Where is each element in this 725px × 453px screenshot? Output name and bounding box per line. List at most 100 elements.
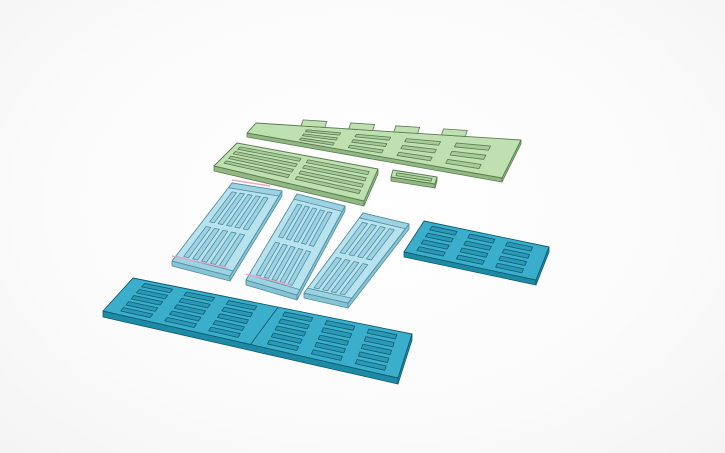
pink-accent [245, 273, 291, 286]
slot [308, 211, 333, 247]
slot [354, 133, 392, 141]
slot [125, 301, 159, 312]
lightblue-rack-1[interactable] [171, 182, 283, 282]
slot [339, 263, 369, 296]
slot [232, 151, 298, 168]
slot [453, 142, 491, 151]
slot [313, 257, 342, 290]
rail [227, 182, 283, 197]
slot [299, 137, 335, 146]
slot [223, 160, 291, 178]
slot [263, 243, 288, 279]
slot [212, 320, 245, 331]
slot [310, 349, 343, 361]
slot [285, 205, 310, 241]
slot [164, 316, 197, 328]
slot [467, 233, 496, 244]
slot [228, 155, 294, 173]
slot [404, 138, 442, 146]
rail [245, 274, 301, 296]
slot [348, 224, 377, 257]
slot [287, 250, 312, 286]
slot [324, 320, 356, 331]
slot [201, 229, 229, 263]
pink-accent [231, 179, 271, 187]
slot [298, 170, 364, 188]
slot [354, 359, 387, 371]
slot [270, 332, 303, 344]
rail [303, 287, 353, 304]
rail [171, 255, 234, 277]
lightblue-rack-3[interactable] [303, 212, 410, 309]
slot [278, 203, 303, 239]
teal-small-tray[interactable] [403, 220, 550, 286]
slot [501, 248, 530, 259]
slot [317, 334, 350, 346]
slot [400, 145, 437, 154]
slot [226, 194, 253, 227]
slot [455, 254, 485, 265]
slot [130, 295, 164, 306]
green-small-bar[interactable] [390, 169, 438, 189]
slot [505, 241, 534, 252]
slot [366, 328, 398, 340]
tray-divider [250, 306, 279, 345]
slot [420, 239, 450, 250]
slot [178, 297, 211, 309]
slot [339, 221, 368, 255]
comb-tooth [393, 125, 421, 134]
comb-tooth [348, 122, 376, 131]
slot [322, 259, 351, 292]
slot [363, 336, 395, 348]
comb-tooth [300, 119, 328, 128]
slot [225, 300, 258, 311]
slot [282, 311, 314, 323]
slot [141, 283, 174, 294]
slot [183, 226, 212, 259]
slot [209, 191, 237, 224]
rail [293, 193, 346, 212]
slot [237, 146, 302, 162]
slot [208, 326, 241, 338]
slot [302, 164, 367, 182]
slot [445, 159, 482, 169]
green-comb-plate[interactable] [246, 119, 522, 183]
slot [495, 262, 524, 274]
slot [217, 192, 245, 225]
lightblue-rack-2[interactable] [245, 193, 346, 301]
teal-large-tray[interactable] [102, 277, 413, 385]
slot [351, 139, 388, 147]
slot [459, 247, 489, 258]
slot [173, 304, 207, 315]
slot [301, 209, 325, 245]
slot [266, 339, 300, 351]
slot [183, 291, 216, 302]
slot [366, 228, 395, 261]
slot [347, 144, 384, 154]
comb-tooth [440, 128, 468, 137]
slot [357, 351, 390, 363]
slot [242, 196, 269, 231]
slot [274, 325, 307, 337]
slot [221, 306, 254, 318]
slot [293, 207, 318, 243]
slot [255, 241, 281, 277]
slot [321, 327, 353, 339]
slot [357, 226, 386, 259]
slot [271, 245, 296, 282]
slot [278, 318, 310, 330]
slot [416, 246, 446, 257]
slot [192, 227, 220, 261]
slot [429, 225, 458, 236]
green-slotted-plate[interactable] [213, 142, 379, 207]
slot [217, 313, 249, 325]
slot [294, 176, 361, 194]
pink-accent [171, 255, 229, 269]
slot [304, 129, 342, 136]
slot [305, 159, 370, 176]
slot [234, 195, 261, 229]
slot [136, 289, 169, 300]
slot [463, 240, 492, 251]
